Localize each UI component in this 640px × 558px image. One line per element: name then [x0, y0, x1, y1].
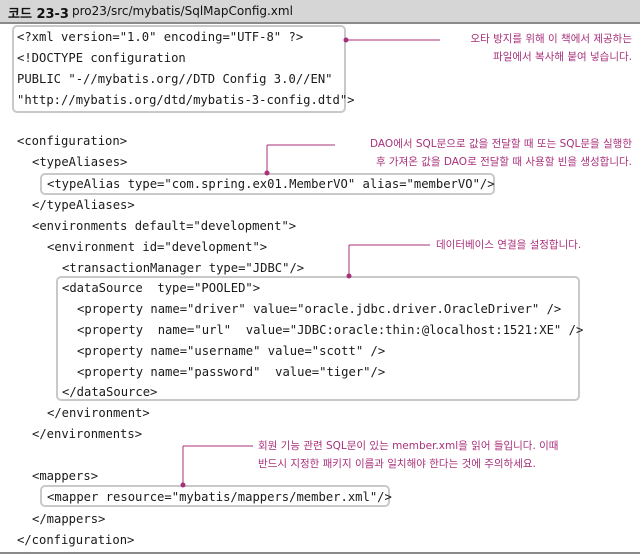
code-line-3: PUBLIC "-//mybatis.org//DTD Config 3.0//…: [17, 72, 333, 86]
code-listing-titlebar: 코드 23-3 pro23/src/mybatis/SqlMapConfig.x…: [0, 0, 640, 24]
code-line-18: </environment>: [47, 406, 150, 420]
code-line-5: <configuration>: [17, 134, 128, 148]
code-line-21: <mapper resource="mybatis/mappers/member…: [47, 490, 392, 504]
code-line-19: </environments>: [32, 427, 143, 441]
listing-file-path: pro23/src/mybatis/SqlMapConfig.xml: [72, 4, 293, 18]
code-line-23: </configuration>: [17, 533, 135, 547]
code-line-4: "http://mybatis.org/dtd/mybatis-3-config…: [17, 93, 355, 107]
code-line-8: </typeAliases>: [32, 198, 135, 212]
code-line-20: <mappers>: [32, 469, 99, 483]
code-line-2: <!DOCTYPE configuration: [17, 51, 186, 65]
datasource-annotation: 데이터베이스 연결을 설정합니다.: [436, 239, 582, 251]
code-line-22: </mappers>: [32, 512, 106, 526]
doctype-annotation: 오타 방지를 위해 이 책에서 제공하는 파일에서 복사해 붙여 넣습니다.: [470, 33, 632, 63]
code-line-12: <dataSource type="POOLED">: [62, 281, 261, 295]
code-line-6: <typeAliases>: [32, 155, 128, 169]
code-line-10: <environment id="development">: [47, 240, 268, 254]
code-line-14: <property name="url" value="JDBC:oracle:…: [77, 323, 584, 337]
code-line-7: <typeAlias type="com.spring.ex01.MemberV…: [47, 177, 495, 191]
code-line-15: <property name="username" value="scott" …: [77, 344, 386, 358]
code-line-13: <property name="driver" value="oracle.jd…: [77, 302, 562, 316]
code-line-17: </dataSource>: [62, 385, 158, 399]
doctype-highlight-box: [12, 25, 346, 113]
typealias-annotation: DAO에서 SQL문으로 값을 전달할 때 또는 SQL문을 실행한 후 가져온…: [370, 138, 632, 168]
datasource-highlight-box: [56, 276, 580, 401]
code-line-9: <environments default="development">: [32, 219, 297, 233]
code-line-11: <transactionManager type="JDBC"/>: [62, 261, 305, 275]
code-line-1: <?xml version="1.0" encoding="UTF-8" ?>: [17, 30, 304, 44]
listing-bottom-rule: [0, 552, 640, 554]
mapper-annotation: 회원 기능 관련 SQL문이 있는 member.xml을 읽어 들입니다. 이…: [258, 440, 559, 470]
listing-number: 코드 23-3: [8, 7, 69, 22]
code-line-16: <property name="password" value="tiger"/…: [77, 365, 386, 379]
mapper-highlight-box: [40, 485, 390, 507]
